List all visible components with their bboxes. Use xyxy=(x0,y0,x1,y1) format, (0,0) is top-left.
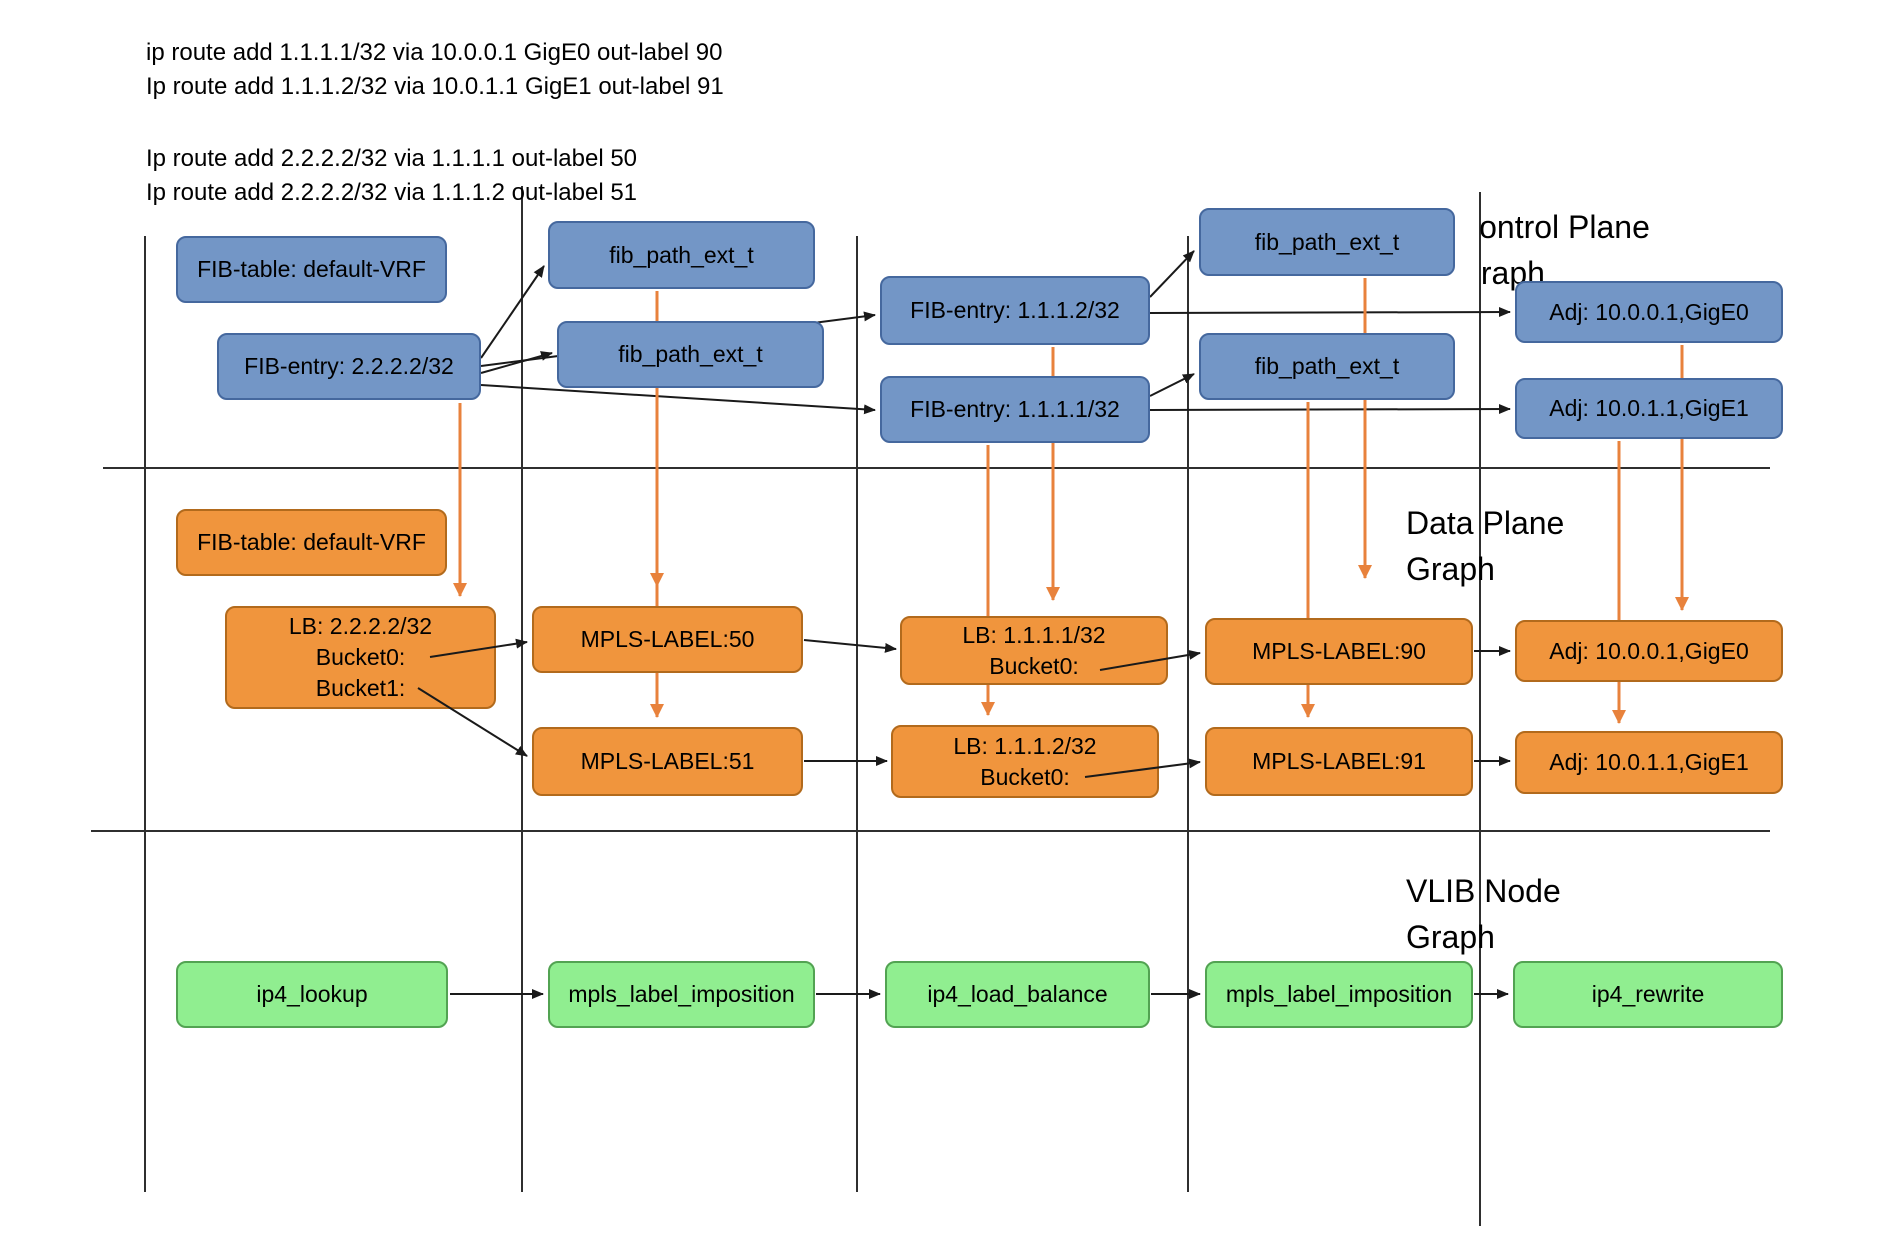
column-line-1 xyxy=(144,236,146,1192)
node-label: FIB-entry: 1.1.1.2/32 xyxy=(910,297,1120,323)
node-mpls-label-imposition-2: mpls_label_imposition xyxy=(1205,961,1473,1028)
divider-control-data xyxy=(103,467,1770,469)
node-lb-1-1-1-1: LB: 1.1.1.1/32 Bucket0: xyxy=(900,616,1168,685)
route-command: ip route add 1.1.1.1/32 via 10.0.0.1 Gig… xyxy=(146,39,723,66)
section-label-line: VLIB Node xyxy=(1406,873,1561,909)
node-fib-table-data-plane: FIB-table: default-VRF xyxy=(176,509,447,576)
node-label: mpls_label_imposition xyxy=(568,981,795,1007)
node-lb-1-1-1-2: LB: 1.1.1.2/32 Bucket0: xyxy=(891,725,1159,798)
node-mpls-label-imposition-1: mpls_label_imposition xyxy=(548,961,815,1028)
node-ip4-load-balance: ip4_load_balance xyxy=(885,961,1150,1028)
route-command: Ip route add 2.2.2.2/32 via 1.1.1.2 out-… xyxy=(146,179,638,206)
node-label: ip4_lookup xyxy=(256,981,368,1007)
node-fib-path-ext-3: fib_path_ext_t xyxy=(1199,208,1455,276)
route-command: Ip route add 2.2.2.2/32 via 1.1.1.1 out-… xyxy=(146,145,638,172)
section-label-line: Data Plane xyxy=(1406,505,1565,541)
node-lb-2-2-2-2: LB: 2.2.2.2/32 Bucket0: Bucket1: xyxy=(225,606,496,709)
node-bucket1-label: Bucket1: xyxy=(315,675,406,701)
section-label-line: Control Plane xyxy=(1479,209,1650,245)
node-label: ip4_load_balance xyxy=(927,981,1108,1007)
node-label: LB: 1.1.1.2/32 xyxy=(953,732,1097,759)
arrow-fib1112-to-adj-gige0 xyxy=(1149,307,1511,318)
node-fib-entry-2-2-2-2: FIB-entry: 2.2.2.2/32 xyxy=(217,333,481,400)
node-mpls-label-51: MPLS-LABEL:51 xyxy=(532,727,803,796)
node-adj-gige1-control-plane: Adj: 10.0.1.1,GigE1 xyxy=(1515,378,1783,439)
node-label: FIB-table: default-VRF xyxy=(197,529,426,555)
node-fib-path-ext-1: fib_path_ext_t xyxy=(548,221,815,289)
node-adj-gige0-control-plane: Adj: 10.0.0.1,GigE0 xyxy=(1515,281,1783,343)
node-fib-path-ext-4: fib_path_ext_t xyxy=(1199,333,1455,400)
node-label: FIB-table: default-VRF xyxy=(197,256,426,282)
node-label: ip4_rewrite xyxy=(1591,981,1705,1007)
divider-data-vlib xyxy=(91,830,1770,832)
node-label: mpls_label_imposition xyxy=(1225,981,1453,1007)
arrow-fib2222-to-fpe1 xyxy=(480,265,545,359)
node-label: MPLS-LABEL:91 xyxy=(1252,748,1426,774)
node-ip4-lookup: ip4_lookup xyxy=(176,961,448,1028)
node-label: FIB-entry: 2.2.2.2/32 xyxy=(244,353,454,379)
node-label: fib_path_ext_t xyxy=(1254,353,1400,379)
node-bucket0-label: Bucket0: xyxy=(989,652,1079,679)
node-label: MPLS-LABEL:50 xyxy=(580,626,755,652)
node-label: fib_path_ext_t xyxy=(1254,228,1400,255)
column-line-5 xyxy=(1479,192,1481,1226)
node-label: fib_path_ext_t xyxy=(618,341,763,367)
node-mpls-label-91: MPLS-LABEL:91 xyxy=(1205,727,1473,796)
node-adj-gige0-data-plane: Adj: 10.0.0.1,GigE0 xyxy=(1515,620,1783,682)
node-label: LB: 2.2.2.2/32 xyxy=(288,613,433,639)
node-adj-gige1-data-plane: Adj: 10.0.1.1,GigE1 xyxy=(1515,731,1783,794)
node-mpls-label-50: MPLS-LABEL:50 xyxy=(532,606,803,673)
node-fib-table-control-plane: FIB-table: default-VRF xyxy=(176,236,447,303)
column-line-2 xyxy=(521,186,523,1192)
node-mpls-label-90: MPLS-LABEL:90 xyxy=(1205,618,1473,685)
column-line-4 xyxy=(1187,236,1189,1192)
vlib-node-graph-label: VLIB Node Graph xyxy=(1406,868,1561,960)
column-line-3 xyxy=(856,236,858,1192)
node-label: fib_path_ext_t xyxy=(609,241,754,268)
node-fib-entry-1-1-1-1: FIB-entry: 1.1.1.1/32 xyxy=(880,376,1150,443)
node-fib-path-ext-2: fib_path_ext_t xyxy=(557,321,824,388)
control-plane-graph-label: Control Plane Graph xyxy=(1479,204,1729,298)
route-commands-block-1: ip route add 1.1.1.1/32 via 10.0.0.1 Gig… xyxy=(146,36,724,104)
arrow-fib2222-to-fpe2 xyxy=(480,351,553,374)
arrow-fib1111-to-adj-gige1 xyxy=(1149,404,1511,415)
route-commands-block-2: Ip route add 2.2.2.2/32 via 1.1.1.1 out-… xyxy=(146,142,637,210)
section-label-line: Graph xyxy=(1406,551,1495,587)
node-bucket0-label: Bucket0: xyxy=(980,763,1070,790)
node-bucket0-label: Bucket0: xyxy=(315,644,406,670)
node-ip4-rewrite: ip4_rewrite xyxy=(1513,961,1783,1028)
node-label: Adj: 10.0.0.1,GigE0 xyxy=(1549,298,1749,325)
node-label: MPLS-LABEL:51 xyxy=(580,748,755,774)
node-label: FIB-entry: 1.1.1.1/32 xyxy=(910,396,1120,422)
arrow-fib2222-to-fib1111 xyxy=(480,384,876,415)
node-label: Adj: 10.0.1.1,GigE1 xyxy=(1549,395,1749,421)
route-command: Ip route add 1.1.1.2/32 via 10.0.1.1 Gig… xyxy=(146,73,724,100)
node-label: MPLS-LABEL:90 xyxy=(1252,638,1426,664)
data-plane-graph-label: Data Plane Graph xyxy=(1406,500,1564,592)
node-label: Adj: 10.0.0.1,GigE0 xyxy=(1549,637,1749,664)
section-label-line: Graph xyxy=(1406,919,1495,955)
arrow-mpls50-to-lb1111 xyxy=(803,639,897,653)
node-label: Adj: 10.0.1.1,GigE1 xyxy=(1549,749,1749,775)
node-fib-entry-1-1-1-2: FIB-entry: 1.1.1.2/32 xyxy=(880,276,1150,345)
node-label: LB: 1.1.1.1/32 xyxy=(962,621,1106,648)
